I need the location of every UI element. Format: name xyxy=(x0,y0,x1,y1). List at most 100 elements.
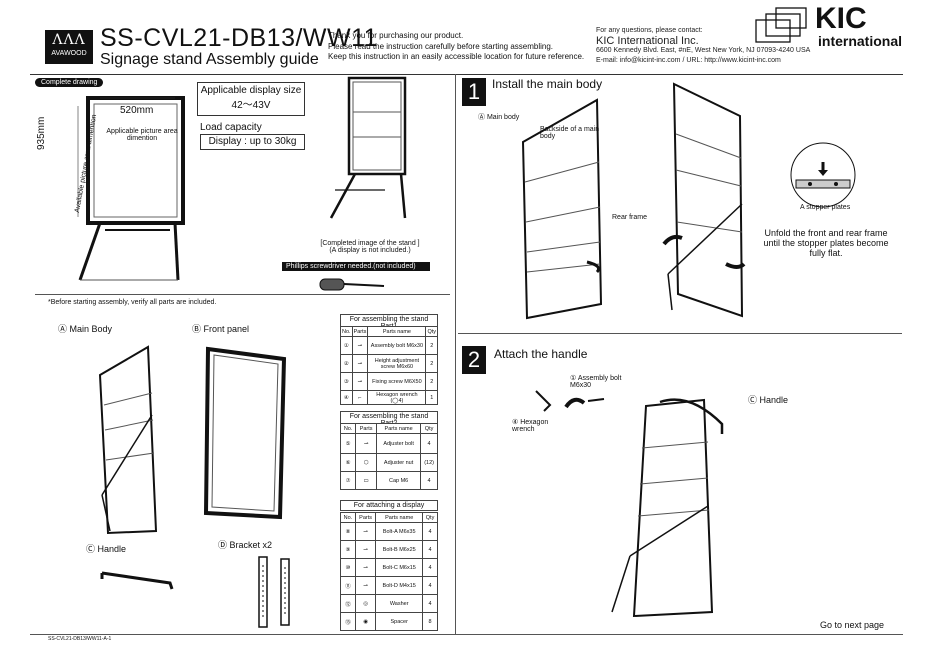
screw-icon: ⊸ xyxy=(351,372,369,391)
table-row: ⑬ ◉ Spacer 8 xyxy=(340,612,438,631)
hex-wrench-icon: ⌐ xyxy=(351,390,369,405)
row-qty: 4 xyxy=(422,576,438,595)
table-row: ⑥ ⬡ Adjuster nut (12) xyxy=(339,453,438,472)
row-no: ⑨ xyxy=(340,540,356,559)
next-page-link[interactable]: Go to next page xyxy=(820,620,885,630)
load-capacity-value: Display : up to 30kg xyxy=(200,134,305,150)
bolt-icon: ⊸ xyxy=(354,576,377,595)
stopper-plates-label: A stopper plates xyxy=(800,204,851,211)
col-parts: Parts xyxy=(355,423,378,434)
display-size-box: Applicable display size 42〜43V xyxy=(197,82,305,116)
step1-instruction: Unfold the front and rear frame until th… xyxy=(763,228,889,258)
table-row: ⑦ ▭ Cap M6 4 xyxy=(339,471,438,490)
nut-icon: ⬡ xyxy=(355,453,378,472)
step1-backside-label: Backside of a main body xyxy=(540,126,600,140)
row-name: Fixing screw M6X50 xyxy=(367,372,427,391)
row-name: Hexagon wrench (◯4) xyxy=(367,390,427,405)
bolt-icon: ⊸ xyxy=(354,522,377,541)
row-name: Bolt-D M4x15 xyxy=(375,576,424,595)
row-no: ④ xyxy=(340,390,353,405)
row-qty: 4 xyxy=(420,433,438,454)
col-parts: Parts xyxy=(354,512,377,523)
kic-logo-text: KIC xyxy=(815,2,867,35)
spacer-icon: ◉ xyxy=(354,612,377,631)
row-qty: 8 xyxy=(422,612,438,631)
row-no: ③ xyxy=(340,372,353,391)
section-divider xyxy=(35,294,450,295)
col-qty: Qty xyxy=(420,423,438,434)
completed-stand-drawing xyxy=(329,76,407,219)
intro-line: Keep this instruction in an easily acces… xyxy=(328,52,585,61)
stopper-plate-detail xyxy=(790,142,856,208)
row-name: Bolt-A M6x35 xyxy=(375,522,424,541)
bracket-label: Ⓓ Bracket x2 xyxy=(218,540,273,550)
completed-caption: [Completed image of the stand ] (A displ… xyxy=(310,240,430,254)
intro-text: Thank you for purchasing our product. Pl… xyxy=(328,31,584,63)
row-no: ⑪ xyxy=(340,576,356,595)
row-no: ① xyxy=(340,336,353,355)
bracket-drawing xyxy=(258,556,290,628)
document-code: SS-CVL21-DB13/WW11-A-1 xyxy=(48,636,112,642)
load-capacity-label: Load capacity xyxy=(200,122,262,133)
row-qty: 1 xyxy=(425,390,438,405)
col-qty: Qty xyxy=(425,326,438,337)
screwdriver-icon xyxy=(319,278,385,291)
step-divider xyxy=(458,333,902,334)
row-qty: 2 xyxy=(425,354,438,373)
width-dimension: 520mm xyxy=(120,105,154,116)
kic-logo-sub: international xyxy=(818,33,903,49)
row-no: ⑩ xyxy=(340,558,356,577)
row-qty: 4 xyxy=(422,522,438,541)
row-qty: 2 xyxy=(425,336,438,355)
display-size-value: 42〜43V xyxy=(231,100,271,111)
front-panel-label: Ⓑ Front panel xyxy=(192,324,250,334)
display-size-label: Applicable display size xyxy=(200,85,302,96)
column-divider xyxy=(455,74,456,634)
bolt-icon: ⊸ xyxy=(351,336,369,355)
handle-label: Ⓒ Handle xyxy=(86,544,127,554)
row-no: ⑦ xyxy=(339,471,357,490)
row-qty: 4 xyxy=(422,594,438,613)
col-no: No. xyxy=(340,512,356,523)
completed-caption-line: [Completed image of the stand ] xyxy=(320,240,420,247)
verify-parts-note: *Before starting assembly, verify all pa… xyxy=(48,299,217,306)
parts-table-1: No. Parts Parts name Qty ① ⊸ Assembly bo… xyxy=(340,326,438,405)
picture-area-label: Applicable picture area dimention xyxy=(106,128,178,142)
footer-divider xyxy=(30,634,903,635)
intro-line: Please read the instruction carefully be… xyxy=(328,41,554,51)
table-row: ⑤ ⊸ Adjuster bolt 4 xyxy=(339,433,438,454)
screwdriver-note: Phillips screwdriver needed.(not include… xyxy=(282,262,430,271)
hex-wrench-label: ④ Hexagon wrench xyxy=(512,419,549,433)
height-dimension: 935mm xyxy=(36,116,47,150)
col-name: Parts name xyxy=(367,326,427,337)
bolt-icon: ⊸ xyxy=(354,558,377,577)
company-name: KIC International Inc. xyxy=(596,35,699,47)
main-body-drawing xyxy=(98,345,158,535)
company-address: 6600 Kennedy Blvd. East, #nE, West New Y… xyxy=(596,47,811,54)
parts-table-3-title: For attaching a display xyxy=(340,500,438,511)
step1-folded-drawing xyxy=(521,98,603,320)
table-row: ⑫ ◎ Washer 4 xyxy=(340,594,438,613)
step2-handle-label: Ⓒ Handle xyxy=(748,395,789,405)
parts-table-3: No. Parts Parts name Qty ⑧ ⊸ Bolt-A M6x3… xyxy=(340,512,438,631)
step-1-number: 1 xyxy=(462,78,486,106)
step2-stand-drawing xyxy=(611,398,724,618)
row-qty: 4 xyxy=(420,471,438,490)
step-2-number: 2 xyxy=(462,346,486,374)
row-name: Spacer xyxy=(375,612,424,631)
screw-icon: ⊸ xyxy=(351,354,369,373)
row-no: ⑤ xyxy=(339,433,357,454)
logo-text: AVAWOOD xyxy=(51,50,87,57)
brand-logo: ΛΛΛ AVAWOOD xyxy=(45,30,93,64)
step1-rear-frame-label: Rear frame xyxy=(612,214,648,221)
table-row: ⑩ ⊸ Bolt-C M6x15 4 xyxy=(340,558,438,577)
row-no: ⑫ xyxy=(340,594,356,613)
handle-drawing xyxy=(100,571,174,590)
contact-block: For any questions, please contact: KIC I… xyxy=(596,26,810,66)
company-email-url: E-mail: info@kicint-inc.com / URL: http:… xyxy=(596,57,781,64)
row-name: Adjuster nut xyxy=(376,453,422,472)
contact-heading: For any questions, please contact: xyxy=(596,27,703,34)
model-number: SS-CVL21-DB13/WW11 xyxy=(100,24,379,52)
row-name: Height adjustment screw M6x60 xyxy=(367,354,427,373)
intro-line: Thank you for purchasing our product. xyxy=(328,31,464,40)
